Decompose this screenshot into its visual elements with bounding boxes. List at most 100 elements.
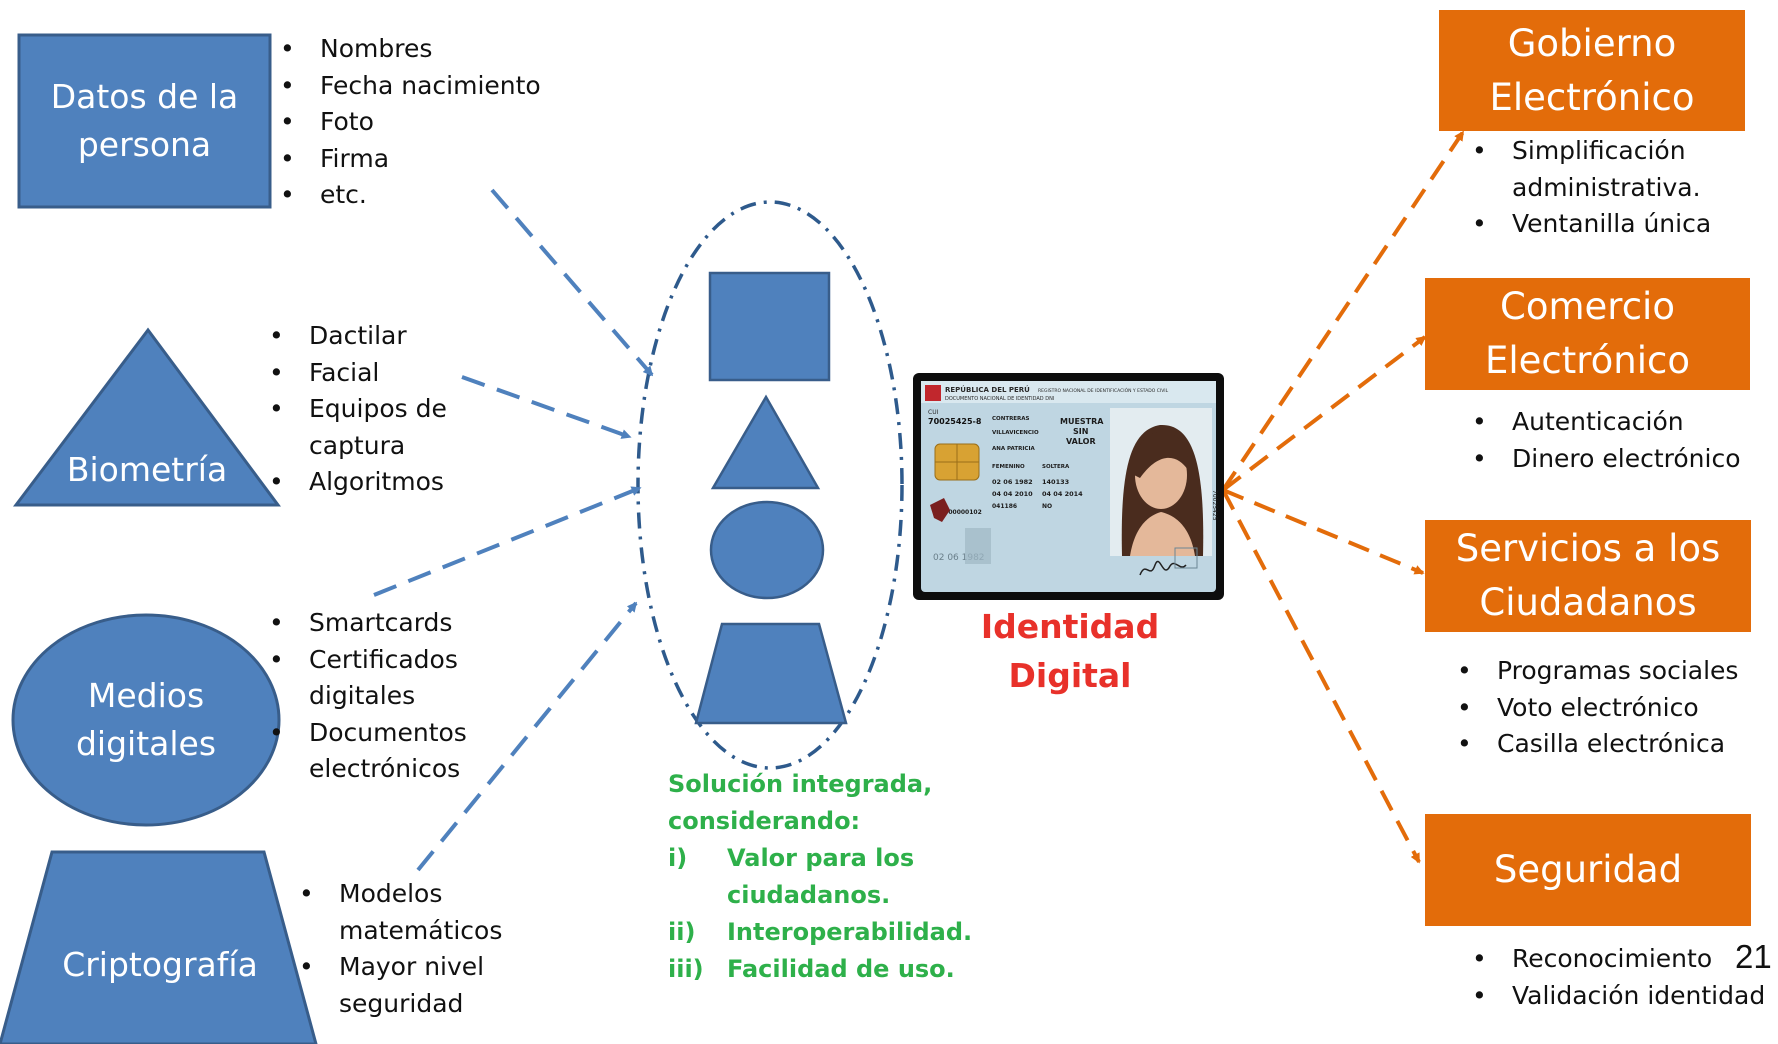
solution-item-text: ciudadanos.: [727, 881, 891, 909]
solution-item-number: ii): [668, 918, 696, 946]
card-field-fecha-emis: 04 04 2014: [1042, 490, 1083, 498]
peru-crest-icon: [925, 385, 941, 401]
node-datos-label: Datos de la persona: [50, 77, 239, 164]
arrow-servicios: [1222, 488, 1425, 575]
node-seguridad-label: Seguridad: [1493, 848, 1683, 891]
servicios-bullet: Voto electrónico: [1457, 690, 1738, 727]
datos-bullet: Fecha nacimiento: [280, 68, 541, 105]
biometria-bullet: Equipos de: [269, 391, 447, 428]
card-field-fecha-insc: 04 04 2010: [992, 490, 1033, 498]
card-field-primer: CONTRERAS: [992, 416, 1030, 422]
card-field-segundo: VILLAVICENCIO: [992, 430, 1039, 436]
cripto-trapezoid: [0, 850, 318, 1044]
page-number: 21: [1735, 938, 1772, 975]
signature-mark: [1139, 560, 1187, 576]
cripto-bullet-continuation: matemáticos: [339, 915, 503, 945]
solution-item-text: Interoperabilidad.: [727, 918, 973, 946]
card-header-sub: DOCUMENTO NACIONAL DE IDENTIDAD DNI: [945, 396, 1054, 402]
solution-item: ii) Interoperabilidad.: [668, 914, 998, 951]
node-comercio: Comercio Electrónico: [1425, 278, 1750, 390]
arrow-datos: [490, 188, 654, 377]
solution-item-text: Facilidad de uso.: [727, 955, 955, 983]
gobierno-bullet: Ventanilla única: [1472, 206, 1711, 243]
arrow-seguridad: [1221, 489, 1421, 864]
node-servicios-label: Servicios a los Ciudadanos: [1455, 527, 1721, 624]
biometria-bullet: Dactilar: [269, 318, 447, 355]
node-gobierno-label: Gobierno Electrónico: [1489, 21, 1695, 119]
node-seguridad: Seguridad: [1425, 814, 1751, 926]
card-field-estado: SOLTERA: [1042, 464, 1070, 470]
seguridad-bullet: Reconocimiento: [1472, 941, 1765, 978]
datos-rectangle: [17, 33, 272, 209]
card-sin: SIN: [1073, 427, 1088, 436]
datos-bullet: Nombres: [280, 31, 541, 68]
solution-square: [708, 271, 831, 382]
medios-bullet: Smartcards: [269, 605, 467, 642]
arrow-biometria: [461, 375, 632, 439]
ghost-photo: [965, 528, 991, 564]
datos-bullets: Nombres Fecha nacimiento Foto Firma etc.: [280, 31, 541, 214]
card-field-nombres: ANA PATRICIA: [992, 446, 1036, 452]
datos-bullet: etc.: [280, 177, 541, 214]
portrait-photo: [1110, 408, 1212, 556]
node-comercio-label: Comercio Electrónico: [1484, 285, 1691, 382]
identidad-digital-label: Identidad Digital: [940, 602, 1200, 700]
servicios-bullet: Programas sociales: [1457, 653, 1738, 690]
solution-trapezoid: [694, 622, 848, 725]
comercio-bullet: Dinero electrónico: [1472, 441, 1741, 478]
node-medios-label: Medios digitales: [75, 676, 217, 763]
arrow-gobierno: [1221, 130, 1465, 492]
cripto-bullets: Modelos matemáticos Mayor nivel segurida…: [299, 876, 502, 1022]
solution-ellipse: [636, 200, 904, 770]
medios-bullets: Smartcards Certificados digitales Docume…: [269, 605, 467, 788]
biometria-bullets: Dactilar Facial Equipos de captura Algor…: [269, 318, 447, 501]
card-side-number: 70025425: [1211, 490, 1218, 521]
card-header-left: REPÚBLICA DEL PERÚ: [945, 385, 1030, 394]
comercio-bullet: Autenticación: [1472, 404, 1741, 441]
medios-bullet: Certificados: [269, 642, 467, 679]
solution-triangle: [710, 394, 821, 490]
solution-item-text: Valor para los: [727, 844, 915, 872]
medios-bullet-continuation: digitales: [309, 681, 416, 710]
peru-map-icon: [930, 498, 950, 522]
gobierno-bullet: Simplificación: [1472, 133, 1711, 170]
node-cripto-label: Criptografía: [62, 945, 258, 984]
card-muestra: MUESTRA: [1060, 417, 1104, 426]
medios-bullet: Documentos: [269, 715, 467, 752]
card-barcode-number: 0000000102: [940, 509, 982, 516]
comercio-bullets: Autenticación Dinero electrónico: [1472, 404, 1741, 477]
node-biometria-label: Biometría: [66, 450, 228, 489]
card-field-ubigeo: 140133: [1042, 478, 1069, 486]
card-header-right: REGISTRO NACIONAL DE IDENTIFICACIÓN Y ES…: [1038, 387, 1169, 394]
solution-circle: [709, 500, 825, 600]
solution-item-number: iii): [668, 955, 704, 983]
card-valor: VALOR: [1066, 437, 1096, 446]
cripto-bullet-continuation: seguridad: [339, 988, 464, 1018]
cripto-bullet: Modelos: [299, 876, 502, 913]
datos-bullet: Foto: [280, 104, 541, 141]
biometria-bullet: Algoritmos: [269, 464, 447, 501]
dni-card: REPÚBLICA DEL PERÚ DOCUMENTO NACIONAL DE…: [913, 373, 1224, 600]
biometria-triangle: [12, 327, 281, 507]
card-number: 70025425-8: [928, 417, 982, 426]
card-field-fecha-nac: 02 06 1982: [992, 478, 1033, 486]
biometria-bullet: Facial: [269, 355, 447, 392]
card-field-donacion: NO: [1042, 503, 1052, 510]
arrow-comercio: [1221, 335, 1427, 492]
arrow-medios: [373, 486, 642, 597]
biometria-bullet-continuation: captura: [309, 430, 406, 460]
node-servicios: Servicios a los Ciudadanos: [1425, 520, 1751, 632]
seguridad-bullets: Reconocimiento Validación identidad: [1472, 941, 1765, 1014]
arrow-cripto: [416, 601, 638, 872]
solution-item: iii) Facilidad de uso.: [668, 951, 998, 988]
solution-text: Solución integrada, considerando: i) Val…: [668, 766, 998, 988]
identidad-digital-line2: Digital: [1008, 656, 1132, 695]
solution-item-number: i): [668, 844, 688, 872]
solution-item: i) Valor para los ciudadanos.: [668, 840, 998, 914]
identidad-digital-line1: Identidad: [980, 607, 1160, 646]
solution-title-line2: considerando:: [668, 807, 861, 835]
node-gobierno: Gobierno Electrónico: [1439, 10, 1745, 131]
servicios-bullets: Programas sociales Voto electrónico Casi…: [1457, 653, 1738, 763]
gobierno-bullets: Simplificación administrativa. Ventanill…: [1472, 133, 1711, 243]
